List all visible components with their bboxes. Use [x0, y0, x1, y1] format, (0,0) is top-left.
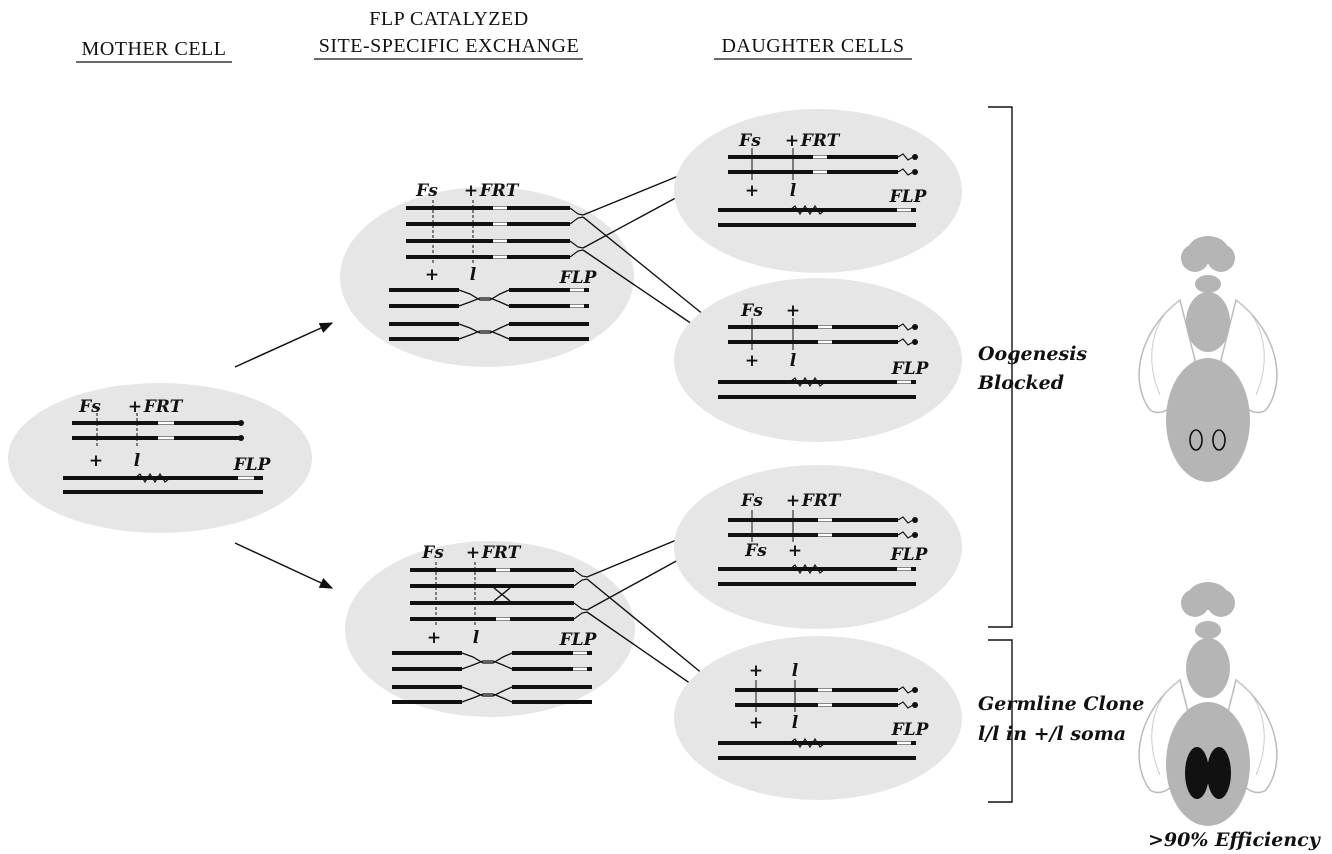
- label-plus: +: [427, 628, 441, 648]
- fly-icon: [1138, 236, 1278, 482]
- label-flp: FLP: [559, 630, 598, 650]
- mother-cell: Fs + FRT + l FLP: [8, 383, 312, 533]
- label-flp: FLP: [889, 187, 928, 207]
- label-fs: Fs: [78, 397, 101, 417]
- label-fs: Fs: [744, 541, 767, 561]
- label-frt: FRT: [800, 131, 841, 151]
- header-flp-line2: SITE-SPECIFIC EXCHANGE: [319, 35, 579, 57]
- label-flp: FLP: [891, 720, 930, 740]
- label-plus: +: [425, 265, 439, 285]
- label-plus: +: [89, 451, 103, 471]
- arrow: [234, 322, 334, 368]
- label-plus: +: [464, 181, 478, 201]
- header-daughter-cells: DAUGHTER CELLS: [721, 35, 904, 57]
- label-frt: FRT: [479, 181, 520, 201]
- label-flp: FLP: [233, 455, 272, 475]
- label-plus: +: [745, 351, 759, 371]
- label-fs: Fs: [740, 301, 763, 321]
- label-l: l: [790, 351, 797, 371]
- label-fs: Fs: [421, 543, 444, 563]
- exchange-cell-bottom: Fs + FRT + l FLP: [345, 541, 635, 717]
- label-l: l: [473, 628, 480, 648]
- ovary-small-icon: [1189, 429, 1203, 451]
- label-frt: FRT: [801, 491, 842, 511]
- outcome-clone-line2: l/l in +/l soma: [978, 723, 1126, 745]
- label-flp: FLP: [890, 545, 929, 565]
- label-flp: FLP: [559, 268, 598, 288]
- outcome-clone-line1: Germline Clone: [978, 693, 1144, 715]
- label-fs: Fs: [415, 181, 438, 201]
- label-l: l: [470, 265, 477, 285]
- ovary-small-icon: [1212, 429, 1226, 451]
- label-fs: Fs: [738, 131, 761, 151]
- header-flp-line1: FLP CATALYZED: [369, 8, 528, 30]
- label-l: l: [134, 451, 141, 471]
- label-plus: +: [745, 181, 759, 201]
- label-l: l: [792, 713, 799, 733]
- label-plus: +: [786, 491, 800, 511]
- outcome-blocked-line2: Blocked: [977, 372, 1064, 394]
- label-l: l: [790, 181, 797, 201]
- label-flp: FLP: [891, 359, 930, 379]
- bracket-clone: [988, 639, 1013, 803]
- label-frt: FRT: [481, 543, 522, 563]
- label-plus: +: [128, 397, 142, 417]
- efficiency-label: >90% Efficiency: [1148, 829, 1322, 851]
- bracket-blocked: [988, 106, 1013, 628]
- daughter-cell-2: Fs + + l FLP: [674, 278, 962, 442]
- fly-icon: [1138, 582, 1278, 826]
- daughter-cell-4: + l + l FLP: [674, 636, 962, 800]
- daughter-cell-1: Fs + FRT + l FLP: [674, 109, 962, 273]
- ovary-developed-icon: [1207, 747, 1231, 799]
- outcome-blocked-line1: Oogenesis: [978, 343, 1087, 365]
- label-plus: +: [749, 713, 763, 733]
- header-mother-cell: MOTHER CELL: [82, 38, 227, 60]
- label-fs: Fs: [740, 491, 763, 511]
- label-plus: +: [786, 301, 800, 321]
- label-plus: +: [788, 541, 802, 561]
- label-plus: +: [749, 661, 763, 681]
- exchange-cell-top: Fs + FRT + l FLP: [340, 181, 634, 367]
- label-frt: FRT: [143, 397, 184, 417]
- label-l: l: [792, 661, 799, 681]
- ovary-developed-icon: [1185, 747, 1209, 799]
- arrow: [234, 542, 334, 589]
- label-plus: +: [785, 131, 799, 151]
- label-plus: +: [466, 543, 480, 563]
- daughter-cell-3: Fs + FRT Fs + FLP: [674, 465, 962, 629]
